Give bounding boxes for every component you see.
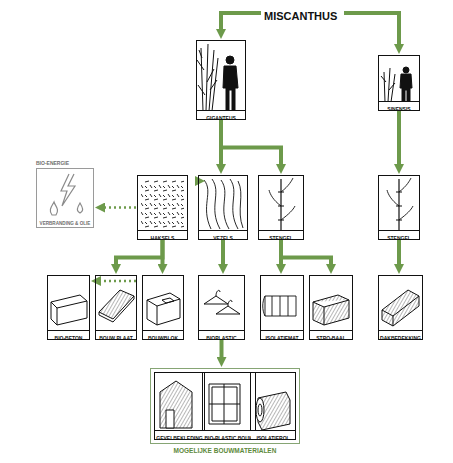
label-strip: STENGEL	[259, 230, 303, 239]
flow-arrow	[221, 120, 281, 166]
dotted-arrow	[103, 206, 136, 209]
material-box: ISOLATIEMAT	[260, 275, 304, 340]
label-strip: STRO-BAAL	[310, 330, 352, 339]
box-label: BIOPLASTIC	[206, 335, 236, 341]
product-icons	[51, 290, 419, 326]
box-heading: BIO-ENERGIE	[36, 160, 92, 167]
material-box: DAKBEDEKKING	[378, 275, 423, 340]
box-label: BIO-BETON	[55, 335, 83, 341]
label-strip: BIO-BETON	[48, 330, 89, 339]
material-box: ISOLATIEROL	[250, 372, 296, 440]
label-strip: BOUW PLAAT	[96, 330, 136, 339]
chips-icon	[141, 179, 184, 229]
box-label: BOUWBLOK	[148, 335, 178, 341]
label-strip: SINENSIS	[379, 101, 419, 110]
label-strip: GIGANTEUS	[197, 110, 245, 119]
box-label: STENGEL	[387, 235, 411, 241]
flow-arrow	[116, 240, 163, 266]
fibres-icon	[204, 179, 243, 229]
group-box: MOGELIJKE BOUWMATERIALENGEVELBEKLEDINGBI…	[150, 368, 300, 444]
flow-arrow	[220, 340, 224, 359]
energy-box: BIO-ENERGIEVERBRANDING & OLIE	[36, 168, 94, 228]
material-box: VEZELS	[198, 175, 248, 240]
material-icons	[160, 381, 290, 430]
flow-arrow	[397, 240, 401, 266]
box-label: DAKBEDEKKING	[380, 335, 421, 341]
dotted-arrow	[195, 180, 197, 183]
material-box: BIO-PLASTIC BOUW	[202, 372, 256, 440]
box-label: BOUW PLAAT	[99, 335, 133, 341]
material-box: STRO-BAAL	[309, 275, 353, 340]
material-box: STENGEL	[378, 175, 420, 240]
label-strip: BOUWBLOK	[143, 330, 183, 339]
group-label: MOGELIJKE BOUWMATERIALEN	[151, 447, 299, 455]
label-strip: ISOLATIEROL	[251, 430, 295, 439]
material-box: BOUWBLOK	[142, 275, 184, 340]
material-box: SINENSIS	[378, 55, 420, 111]
box-label: GIGANTEUS	[206, 115, 236, 121]
box-label: GEVELBEKLEDING	[156, 435, 202, 441]
material-box: HAKSELS	[137, 175, 188, 240]
label-strip: DAKBEDEKKING	[379, 330, 422, 339]
flow-arrow	[281, 240, 331, 266]
box-label: ISOLATIEMAT	[265, 335, 298, 341]
diagram-title: MISCANTHUS	[264, 10, 337, 22]
label-strip: BIO-PLASTIC BOUW	[203, 430, 255, 439]
flow-arrow	[397, 111, 401, 166]
box-label: ISOLATIEROL	[256, 435, 289, 441]
box-label: STENGEL	[269, 235, 293, 241]
box-label: STRO-BAAL	[316, 335, 345, 341]
label-strip: GEVELBEKLEDING	[155, 430, 204, 439]
plant-person-giganteus	[197, 44, 238, 111]
label-strip: STENGEL	[379, 230, 419, 239]
energy-icons	[50, 174, 82, 215]
material-box: BIO-BETON	[47, 275, 90, 340]
material-box: BOUW PLAAT	[95, 275, 137, 340]
flow-arrow	[221, 240, 225, 266]
plant-person-sinensis	[381, 67, 412, 102]
box-label: VEZELS	[213, 235, 232, 241]
material-box: GIGANTEUS	[196, 40, 246, 120]
material-box: BIOPLASTIC	[198, 275, 245, 340]
box-label: BIO-PLASTIC BOUW	[204, 435, 253, 441]
flow-arrow	[161, 240, 165, 266]
material-box: GEVELBEKLEDING	[154, 372, 205, 440]
box-label: HAKSELS	[151, 235, 175, 241]
box-label: VERBRANDING & OLIE	[37, 220, 93, 227]
material-box: STENGEL	[258, 175, 304, 240]
dotted-arrow	[99, 280, 136, 283]
stem-icon	[269, 178, 413, 231]
label-strip: ISOLATIEMAT	[261, 330, 303, 339]
label-strip: VEZELS	[199, 230, 247, 239]
box-label: SINENSIS	[387, 106, 410, 112]
title-holder: MISCANTHUS	[264, 6, 337, 24]
label-strip: HAKSELS	[138, 230, 187, 239]
label-strip: BIOPLASTIC	[199, 330, 244, 339]
